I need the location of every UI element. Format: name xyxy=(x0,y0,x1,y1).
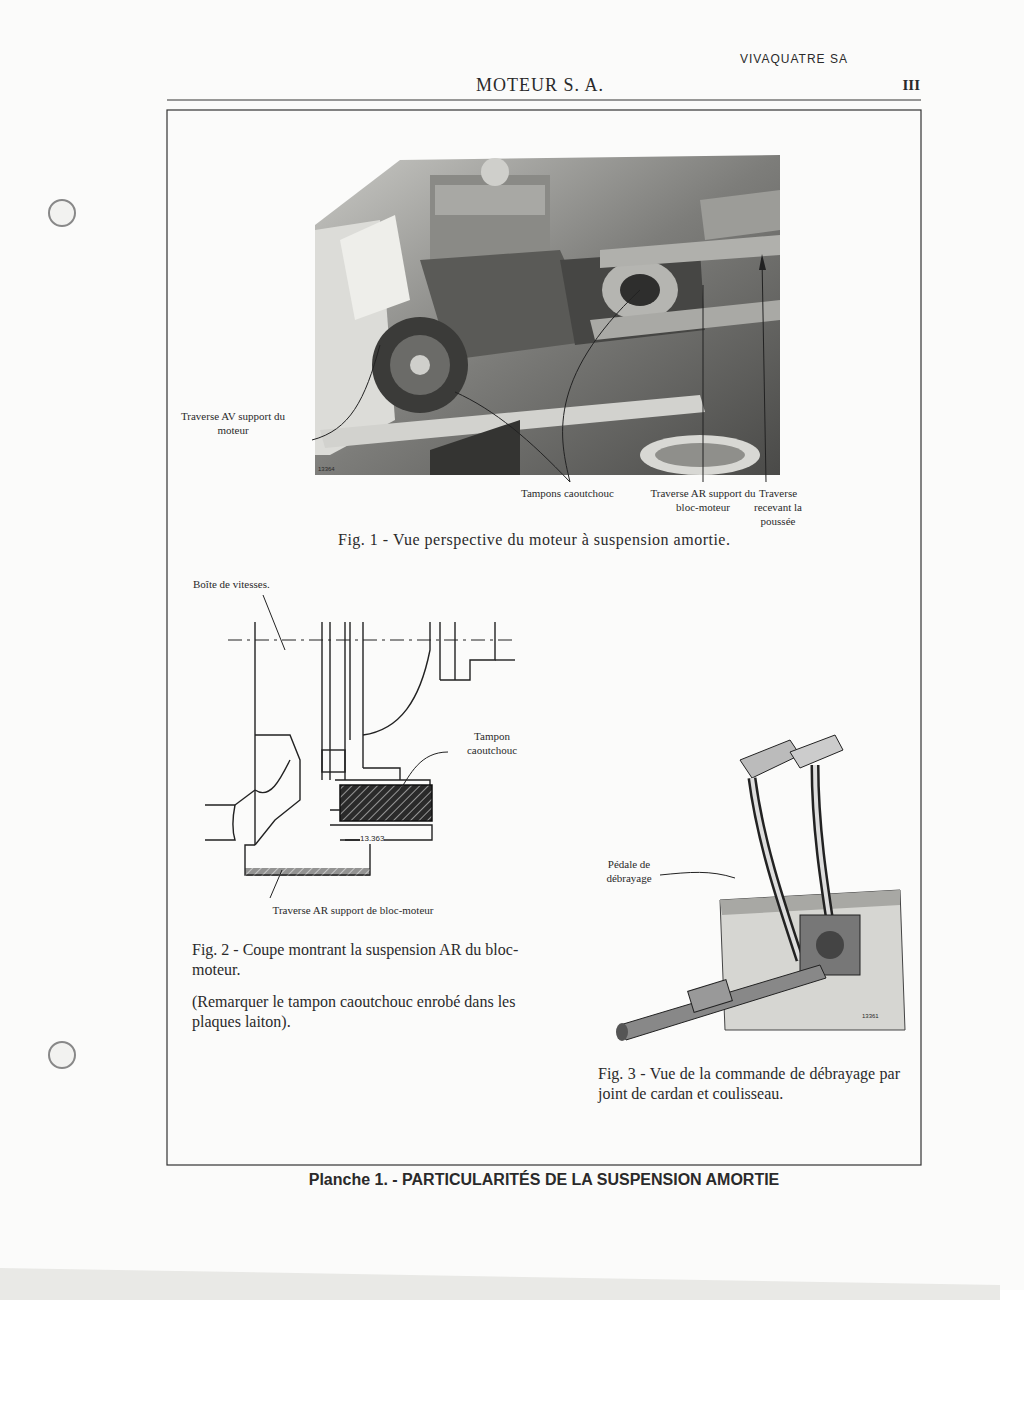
binder-hole xyxy=(49,200,75,226)
crossmember-section xyxy=(245,868,370,876)
engine-photo xyxy=(315,155,780,475)
binder-hole xyxy=(49,1042,75,1068)
plate-caption: Planche 1. - PARTICULARITÉS DE LA SUSPEN… xyxy=(167,1170,921,1190)
running-header: VIVAQUATRE SA xyxy=(740,52,848,67)
figure-note: (Remarquer le tampon caoutchouc enrobé d… xyxy=(192,992,522,1032)
part-label: Tampons caoutchouc xyxy=(520,487,615,501)
part-label: Traverse AR support de bloc-moteur xyxy=(268,904,438,918)
arrowhead xyxy=(759,254,766,270)
part-label: Tampon caoutchouc xyxy=(452,730,532,758)
part-label: Boîte de vitesses. xyxy=(193,578,273,592)
part-label: Traverse AR support du bloc-moteur xyxy=(648,487,758,515)
part-label: Traverse recevant la poussée xyxy=(742,487,814,528)
figure-caption: Fig. 2 - Coupe montrant la suspension AR… xyxy=(192,940,532,980)
figure-caption: Fig. 3 - Vue de la commande de débrayage… xyxy=(598,1064,900,1104)
leader-lines xyxy=(312,258,766,482)
rubber-pad xyxy=(340,785,432,821)
part-label: Traverse AV support du moteur xyxy=(168,410,298,438)
figure-caption: Fig. 1 - Vue perspective du moteur à sus… xyxy=(338,530,730,550)
paper-fold xyxy=(0,1268,1000,1300)
drawing-number: 13.363 xyxy=(360,834,384,844)
page-number: III xyxy=(880,76,920,95)
paper-edge xyxy=(0,1290,1024,1408)
photo-number: 13364 xyxy=(318,466,335,474)
part-label: Pédale de débrayage xyxy=(598,858,660,886)
drawing-number: 13361 xyxy=(862,1013,879,1021)
clutch-pedal-drawing xyxy=(616,735,905,1041)
header-rule xyxy=(167,100,921,101)
page-header: MOTEUR S. A. xyxy=(440,74,640,97)
plate-frame xyxy=(167,110,921,1165)
leader-line xyxy=(660,872,735,878)
leader-lines xyxy=(263,595,448,898)
